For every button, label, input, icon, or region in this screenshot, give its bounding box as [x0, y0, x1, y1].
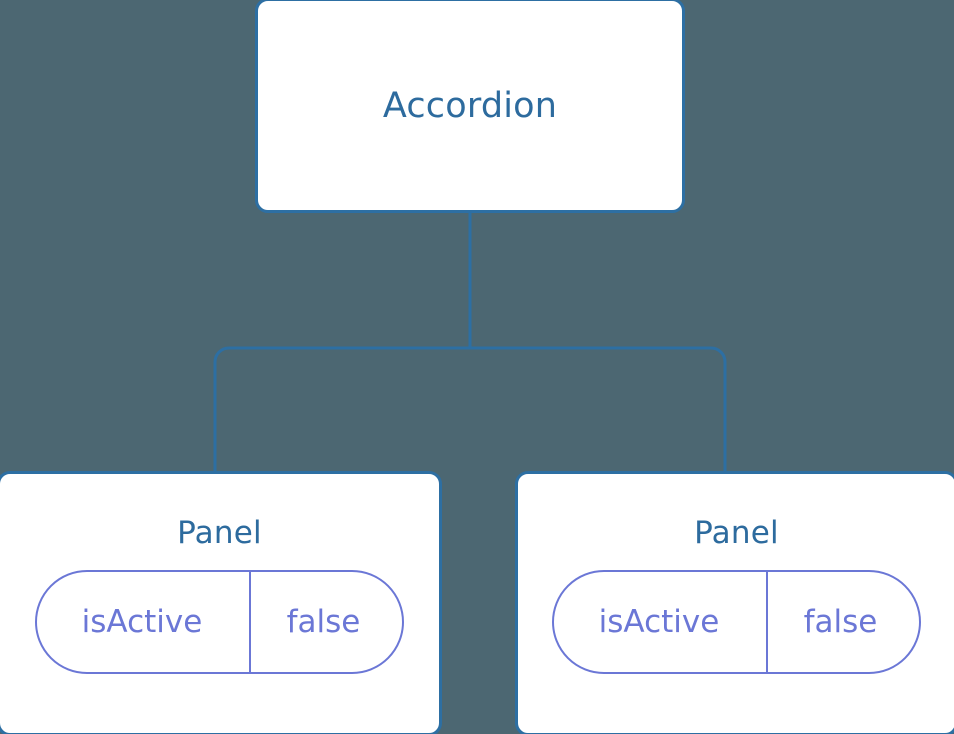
prop-key-1: isActive	[554, 572, 768, 672]
node-panel-1[interactable]: Panel isActive false	[515, 471, 954, 734]
node-panel-0[interactable]: Panel isActive false	[0, 471, 442, 734]
connector-bus-to-child-0	[213, 346, 470, 473]
prop-value-1: false	[803, 603, 878, 640]
prop-pill-isactive-1[interactable]: isActive false	[552, 570, 921, 674]
prop-pill-isactive-0[interactable]: isActive false	[35, 570, 404, 674]
connector-bus-to-child-1	[470, 346, 727, 473]
node-panel-1-label: Panel	[694, 515, 779, 551]
node-accordion[interactable]: Accordion	[255, 0, 685, 213]
node-panel-0-label: Panel	[177, 515, 262, 551]
node-accordion-label: Accordion	[382, 86, 558, 126]
prop-value-0: false	[286, 603, 361, 640]
prop-key-0: isActive	[37, 572, 251, 672]
